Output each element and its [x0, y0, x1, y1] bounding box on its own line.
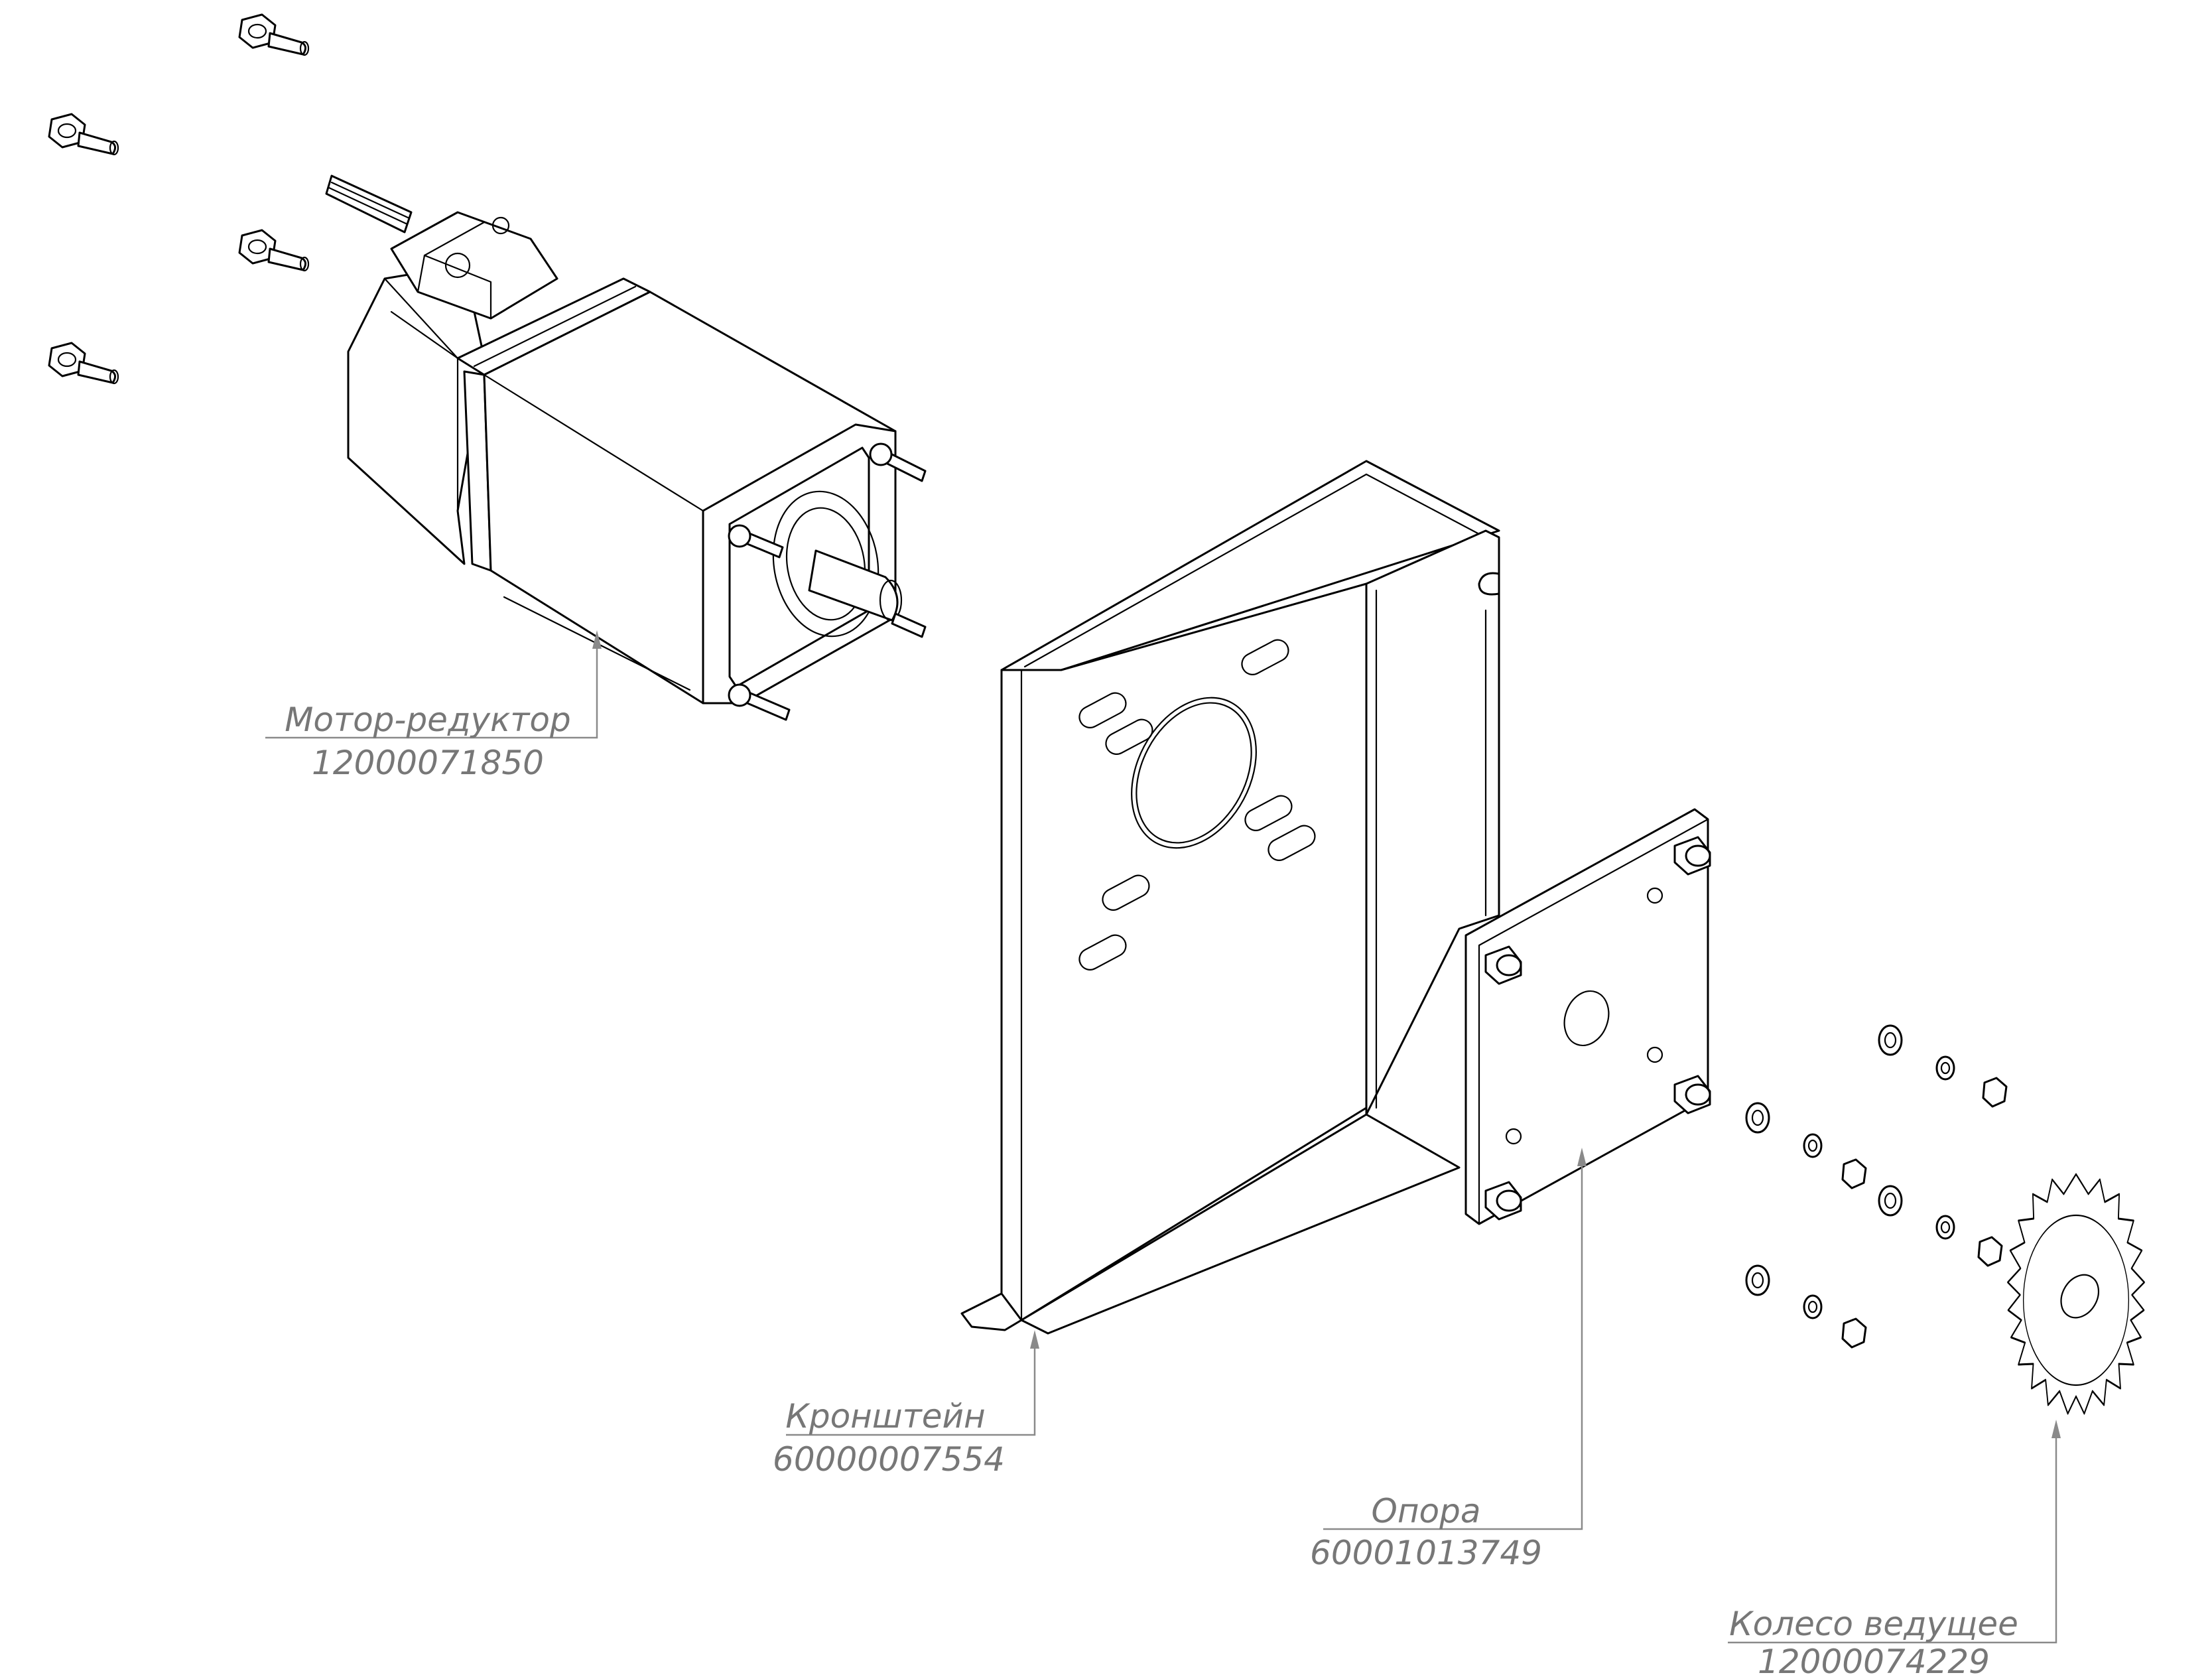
callout-sprocket-code: 12000074229	[1758, 1643, 1990, 1679]
flange-bolt	[238, 229, 310, 272]
callout-support-name: Опора	[1371, 1492, 1480, 1530]
support-plate	[1464, 808, 1711, 1225]
callout-bracket-name: Кронштейн	[785, 1397, 985, 1436]
flange-bolt	[238, 13, 310, 56]
callout-motor: Мотор-редуктор 12000071850	[265, 630, 602, 782]
callout-bracket: Кронштейн 60000007554	[773, 1330, 1039, 1479]
flange-bolt	[48, 113, 119, 156]
callout-sprocket: Колесо ведущее 12000074229	[1728, 1420, 2061, 1679]
drive-sprocket	[2007, 1173, 2145, 1415]
callout-motor-name: Мотор-редуктор	[285, 701, 571, 739]
motor-reducer	[325, 174, 927, 721]
callout-support: Опора 60001013749	[1310, 1148, 1587, 1572]
flange-bolt	[48, 342, 119, 385]
bracket	[960, 460, 1500, 1335]
callout-motor-code: 12000071850	[312, 744, 544, 782]
callout-support-code: 60001013749	[1310, 1534, 1542, 1572]
fastener-set	[1745, 1024, 2008, 1349]
callout-bracket-code-text: 60000007554	[773, 1440, 1005, 1479]
callout-sprocket-name: Колесо ведущее	[1729, 1605, 2018, 1643]
